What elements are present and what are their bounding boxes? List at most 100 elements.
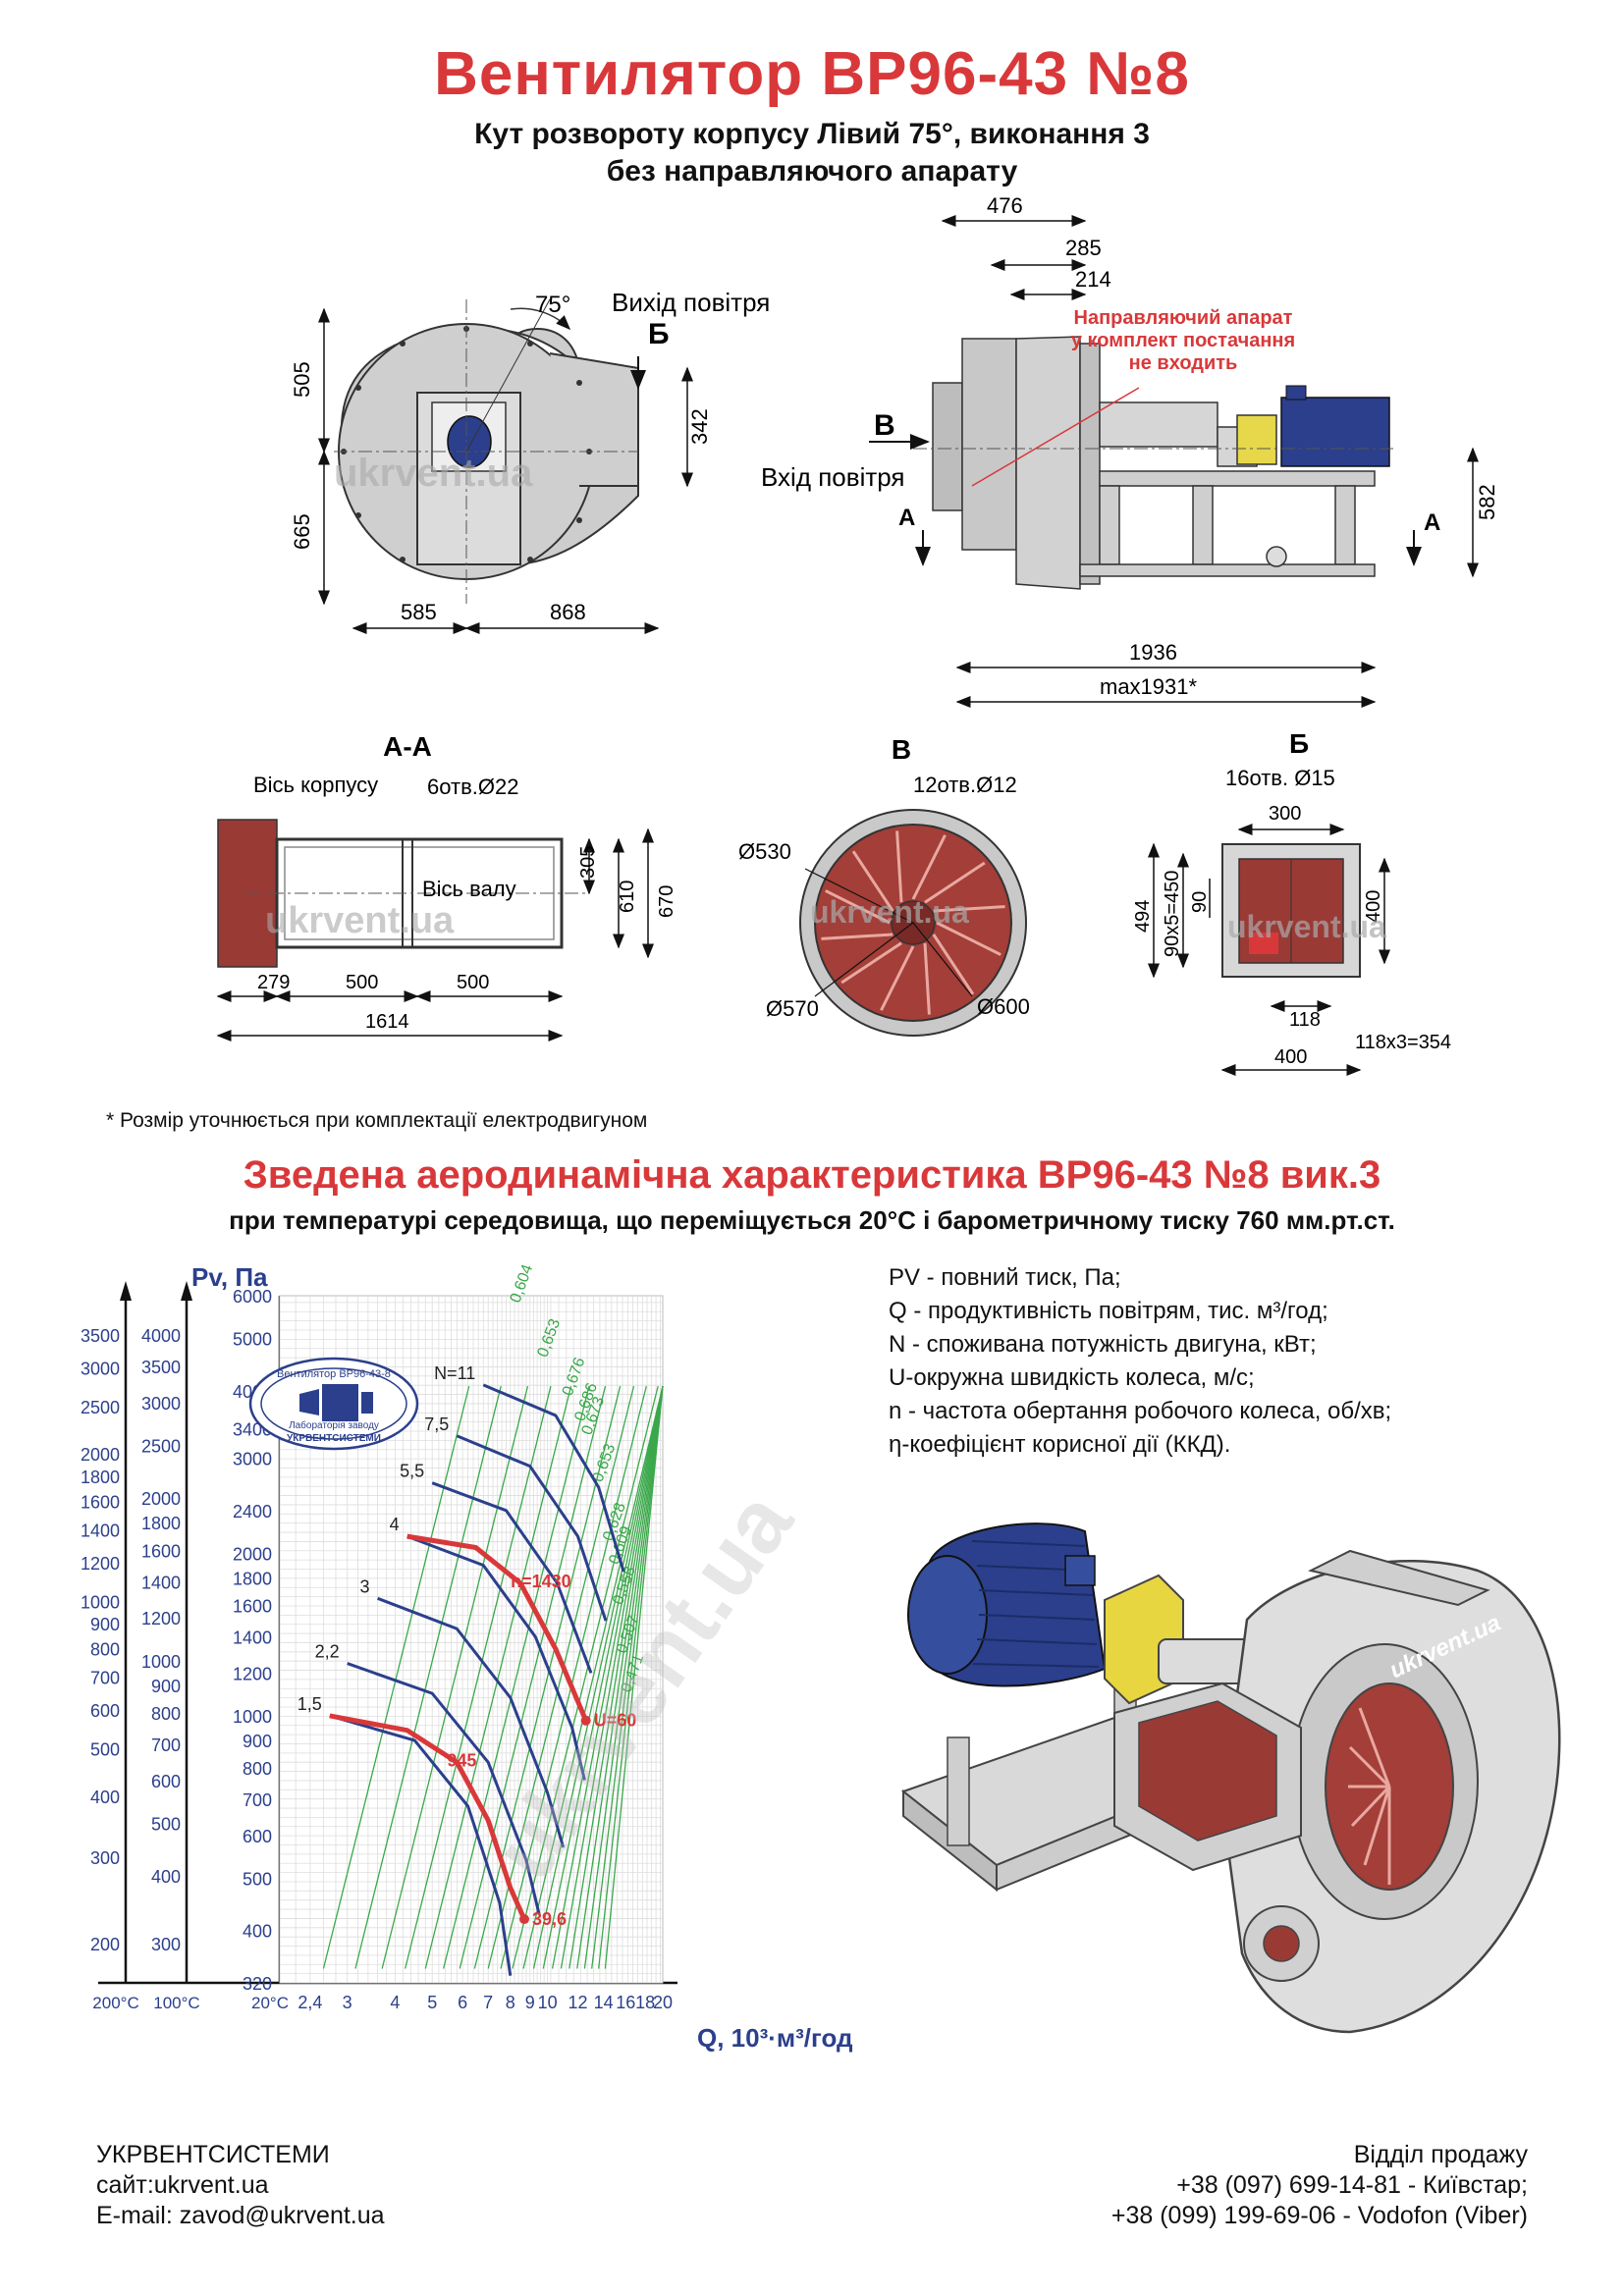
y-tick-200c: 1000 bbox=[81, 1592, 120, 1612]
chart-ylabel: Pv, Па bbox=[191, 1262, 268, 1292]
efficiency-line bbox=[354, 1385, 502, 1969]
aa-holes-label: 6отв.Ø22 bbox=[427, 774, 518, 799]
side-casing bbox=[1015, 336, 1081, 590]
v-blade bbox=[840, 941, 902, 985]
company-name: УКРВЕНТСИСТЕМИ bbox=[96, 2141, 330, 2168]
y-tick-100c: 3500 bbox=[141, 1358, 181, 1377]
y-tick-200c: 600 bbox=[90, 1701, 120, 1721]
efficiency-line bbox=[583, 1386, 664, 1969]
guide-note-2: у комплект постачання bbox=[1071, 330, 1295, 351]
page-subtitle-1: Кут розвороту корпусу Лівий 75°, виконан… bbox=[474, 118, 1150, 150]
v-blade bbox=[936, 921, 1001, 956]
x-tick: 8 bbox=[506, 1993, 515, 2012]
section-aa-title: А-А bbox=[383, 731, 432, 762]
dim-90x5: 90x5=450 bbox=[1162, 871, 1183, 957]
y-tick-200c: 1800 bbox=[81, 1468, 120, 1487]
y-tick-200c: 300 bbox=[90, 1848, 120, 1868]
efficiency-line bbox=[487, 1385, 635, 1969]
efficiency-line bbox=[532, 1385, 664, 1969]
y-tick-20c: 1600 bbox=[233, 1597, 272, 1617]
y-tick-100c: 500 bbox=[151, 1815, 181, 1835]
y-tick-200c: 1600 bbox=[81, 1493, 120, 1513]
dim-500b: 500 bbox=[457, 972, 489, 993]
dim-90: 90 bbox=[1189, 891, 1211, 913]
v-blade bbox=[821, 933, 893, 940]
y-tick-100c: 1200 bbox=[141, 1609, 181, 1629]
footer-left: УКРВЕНТСИСТЕМИ сайт:ukrvent.ua E-mail: z… bbox=[96, 2140, 385, 2231]
curve-label: 4 bbox=[390, 1515, 400, 1534]
legend-q: Q - продуктивність повітрям, тис. м³/год… bbox=[889, 1298, 1328, 1324]
dim-342: 342 bbox=[687, 408, 712, 445]
chart-ticks: 6000500040003400300024002000180016001400… bbox=[81, 1287, 673, 2012]
phone-kyivstar[interactable]: +38 (097) 699-14-81 - Київстар; bbox=[1176, 2171, 1528, 2199]
aero-chart: Pv, Па Q, 10³·м³/год 0,6040,6530,6760,68… bbox=[81, 1262, 853, 2053]
x-tick: 3 bbox=[343, 1993, 352, 2012]
dim-305: 305 bbox=[577, 846, 599, 879]
efficiency-line bbox=[591, 1386, 664, 1969]
fan-illustration: ukrvent.ua bbox=[900, 1522, 1561, 2034]
section-b-title: Б bbox=[1289, 728, 1309, 759]
inlet-flange bbox=[932, 382, 963, 511]
characteristic-subtitle: при температурі середовища, що переміщує… bbox=[229, 1205, 1395, 1235]
y-tick-20c: 6000 bbox=[233, 1287, 272, 1307]
badge-line-2: Лабораторія заводу bbox=[289, 1419, 379, 1431]
y-tick-100c: 900 bbox=[151, 1677, 181, 1696]
efficiency-line bbox=[576, 1386, 664, 1969]
y-tick-20c: 3000 bbox=[233, 1450, 272, 1469]
phone-vodafone[interactable]: +38 (099) 199-69-06 - Vodofon (Viber) bbox=[1110, 2202, 1528, 2229]
pressure-curve bbox=[406, 1534, 586, 1781]
outlet-mark: Б bbox=[648, 318, 670, 350]
footnote: * Розмір уточнюється при комплектації ел… bbox=[106, 1109, 648, 1132]
v-holes-label: 12отв.Ø12 bbox=[913, 773, 1017, 797]
x-tick: 9 bbox=[525, 1993, 535, 2012]
y-tick-100c: 1400 bbox=[141, 1573, 181, 1592]
technical-drawings: 75° Вихід повітря Б 505 665 342 585 868 … bbox=[216, 193, 1499, 1076]
email-link[interactable]: E-mail: zavod@ukrvent.ua bbox=[96, 2202, 385, 2229]
dim-494: 494 bbox=[1132, 900, 1154, 933]
watermark-v: ukrvent.ua bbox=[810, 894, 969, 930]
y-tick-100c: 3000 bbox=[141, 1394, 181, 1414]
front-angle-label: 75° bbox=[535, 292, 570, 318]
dim-1614: 1614 bbox=[365, 1011, 409, 1033]
pressure-curve bbox=[347, 1662, 541, 1914]
y-tick-200c: 900 bbox=[90, 1615, 120, 1634]
mark-a-left: А bbox=[898, 505, 915, 531]
legend-eta: η-коефіцієнт корисної дії (ККД). bbox=[889, 1431, 1231, 1458]
badge-line-3: УКРВЕНТСИСТЕМИ bbox=[287, 1433, 381, 1444]
x-tick: 6 bbox=[458, 1993, 467, 2012]
dim-476: 476 bbox=[987, 193, 1023, 218]
curve-label: 7,5 bbox=[424, 1415, 449, 1434]
y-tick-20c: 500 bbox=[243, 1869, 272, 1889]
dim-610: 610 bbox=[617, 881, 638, 913]
v-blade bbox=[880, 945, 915, 1011]
dim-1936: 1936 bbox=[1129, 640, 1177, 665]
y-tick-100c: 600 bbox=[151, 1772, 181, 1791]
mark-v: В bbox=[874, 409, 895, 442]
front-view: 75° Вихід повітря Б 505 665 342 585 868 … bbox=[290, 288, 770, 634]
efficiency-line bbox=[459, 1385, 607, 1969]
dim-670: 670 bbox=[656, 885, 677, 918]
side-motor bbox=[1280, 397, 1390, 467]
legend: PV - повний тиск, Па; Q - продуктивність… bbox=[889, 1261, 1391, 1462]
curve-label: 3 bbox=[360, 1576, 370, 1596]
y-tick-100c: 400 bbox=[151, 1867, 181, 1887]
dim-585: 585 bbox=[401, 600, 437, 624]
axis-shaft-label: Вісь валу bbox=[422, 877, 516, 901]
b-holes-label: 16отв. Ø15 bbox=[1225, 766, 1335, 790]
x-tick: 18 bbox=[635, 1993, 655, 2012]
efficiency-line bbox=[381, 1385, 529, 1969]
v-blade bbox=[825, 889, 891, 925]
y-tick-20c: 2000 bbox=[233, 1544, 272, 1564]
y-tick-200c: 200 bbox=[90, 1935, 120, 1954]
bearing-housing bbox=[1099, 401, 1218, 448]
site-link[interactable]: сайт:ukrvent.ua bbox=[96, 2171, 269, 2199]
axis-case-label: Вісь корпусу bbox=[253, 773, 378, 797]
watermark-aa: ukrvent.ua bbox=[265, 900, 455, 941]
x-tick: 5 bbox=[427, 1993, 437, 2012]
v-blade bbox=[933, 905, 1005, 913]
sales-dept: Відділ продажу bbox=[1353, 2141, 1528, 2168]
x-tick: 4 bbox=[390, 1993, 400, 2012]
speed-label: n=1430 bbox=[511, 1572, 571, 1591]
efficiency-line bbox=[551, 1385, 664, 1969]
